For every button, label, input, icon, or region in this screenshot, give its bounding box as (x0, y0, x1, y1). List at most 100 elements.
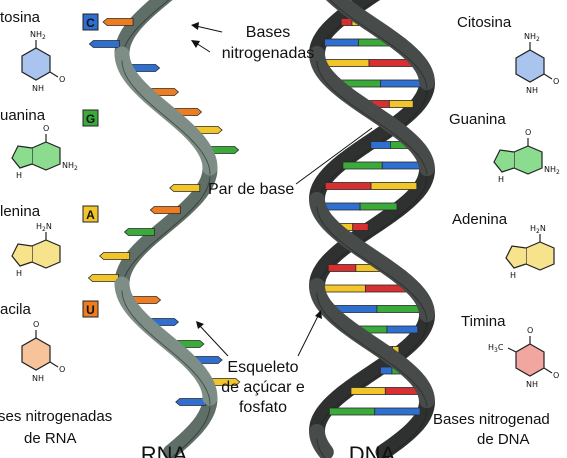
rna-backbone-back-seg-1 (114, 162, 218, 290)
dna-strand-b-back-seg-1 (309, 308, 435, 438)
cytosine-letter: C (86, 16, 95, 30)
dna-strand-b-front-seg-0 (325, 0, 435, 90)
rna-footer-line1: ses nitrogenadas (0, 408, 112, 425)
svg-text:O: O (33, 320, 39, 329)
dna-base-left (324, 182, 372, 190)
callout-backbone-line3: fosfato (239, 399, 287, 416)
dna-base-right (386, 325, 419, 334)
callout-bases-arrowhead-1 (191, 22, 199, 30)
dna-strand-a-back-seg-edge-2 (384, 408, 428, 458)
cytosine-oxygen: O (59, 75, 65, 84)
svg-text:O: O (525, 128, 531, 137)
svg-text:NH: NH (526, 380, 538, 389)
dna-base-left (380, 366, 393, 375)
dna-base-left (328, 407, 376, 416)
uracil-letter: U (86, 303, 95, 317)
uracil-molecule: O O NH (21, 320, 65, 383)
dna-footer-line2: de DNA (477, 431, 530, 448)
rna-backbone-back-seg-edge-1 (121, 176, 211, 289)
rna-base (87, 274, 119, 282)
thymine-methyl: H3C (488, 343, 504, 354)
dna-base-left (323, 59, 370, 67)
adenine-amine: H2N (36, 222, 52, 233)
dna-label-guanine: Guanina (449, 111, 506, 128)
rna-backbone-back (114, 0, 218, 458)
rna-base (123, 228, 155, 236)
callout-bases-arrowhead-2 (191, 40, 200, 48)
cytosine-letter-tag (82, 13, 99, 31)
dna-label-adenine: Adenina (452, 211, 508, 228)
dna-base-right (374, 407, 421, 416)
svg-text:NH: NH (32, 374, 44, 383)
svg-text:O: O (553, 371, 559, 380)
dna-strand-b-front-seg-2 (309, 424, 334, 458)
cytosine-molecule: NH2 O NH (21, 30, 65, 93)
callout-backbone-arrowhead-rna (196, 321, 204, 329)
dna-strand-b-back-seg-0 (309, 76, 435, 206)
dna-title: DNA (349, 442, 396, 458)
dna-strand-a-front-seg-edge-0 (316, 60, 428, 176)
rna-backbone-front-seg-edge-0 (121, 60, 211, 175)
dna-base-left (327, 264, 357, 272)
dna-base-left (322, 202, 361, 211)
svg-text:O: O (59, 365, 65, 374)
dna-strand-b-back-seg-edge-1 (316, 322, 428, 438)
dna-base-right (381, 161, 423, 170)
callout-backbone-line1: Esqueleto (227, 359, 298, 376)
dna-adenine-molecule: H2N H (505, 224, 555, 280)
dna-strand-b-front-seg-edge-0 (329, 0, 428, 90)
adenine-letter-tag (82, 205, 99, 223)
rna-backbone-front (114, 46, 218, 406)
rna-label-guanine: uanina (0, 107, 46, 124)
rna-base (99, 252, 131, 260)
rna-bases-legend: tosina C NH2 O NH uanina G O NH2 H lenin… (0, 9, 112, 447)
svg-text:NH2: NH2 (524, 32, 540, 43)
dna-strand-b-front-seg-1 (309, 192, 435, 322)
callout-backbone-arrowhead-dna (315, 310, 322, 319)
dna-strand-a-back-seg-2 (375, 394, 435, 458)
callout-bases-line2: nitrogenadas (222, 45, 315, 62)
dna-strand-a-back-seg-0 (309, 0, 381, 60)
dna-bases-legend: Citosina NH2 O NH Guanina O NH2 H Adenin… (433, 14, 560, 448)
svg-text:H: H (16, 171, 22, 180)
rna-label-adenine: lenina (0, 203, 41, 220)
rna-base (88, 40, 120, 48)
rna-backbone-back-seg-2 (163, 392, 218, 458)
dna-strand-a-back-seg-edge-1 (316, 176, 428, 292)
rna-bases (87, 18, 241, 406)
dna-guanine-molecule: O NH2 H (493, 128, 560, 184)
rna-backbone-front-seg-1 (114, 276, 218, 406)
dna-base-right (352, 223, 369, 231)
svg-text:H: H (510, 271, 516, 280)
dna-base-right (370, 182, 418, 190)
dna-strand-b-front-seg-edge-1 (316, 206, 428, 322)
callout-bases-pointer-1 (195, 25, 223, 33)
dna-strand-a-front-seg-edge-1 (316, 292, 428, 408)
dna-base-left (370, 141, 391, 149)
svg-text:H2N: H2N (530, 224, 546, 235)
svg-text:NH: NH (526, 86, 538, 95)
guanine-molecule: O NH2 H (11, 124, 78, 180)
dna-thymine-molecule: H3C O O NH (488, 326, 559, 389)
rna-label-uracil: acila (0, 301, 32, 318)
svg-text:O: O (553, 77, 559, 86)
adenine-letter: A (86, 208, 95, 222)
rna-base (149, 206, 181, 214)
svg-text:H: H (16, 269, 22, 278)
svg-text:O: O (527, 326, 533, 335)
dna-cytosine-molecule: NH2 O NH (515, 32, 559, 95)
rna-label-cytosine: tosina (0, 9, 41, 26)
uracil-letter-tag (82, 300, 99, 318)
callout-bases-line1: Bases (246, 24, 290, 41)
guanine-letter: G (86, 112, 95, 126)
guanine-letter-tag (82, 109, 99, 127)
rna-base (175, 398, 207, 406)
cytosine-nh: NH (32, 84, 44, 93)
adenine-molecule: H2N H (11, 222, 61, 278)
rna-backbone-back-seg-edge-2 (170, 406, 211, 458)
dna-base-left (350, 387, 386, 395)
dna-base-right (376, 305, 422, 313)
dna-strand-b-front-seg-edge-2 (316, 438, 326, 458)
callout-pair-pointer (295, 127, 373, 185)
